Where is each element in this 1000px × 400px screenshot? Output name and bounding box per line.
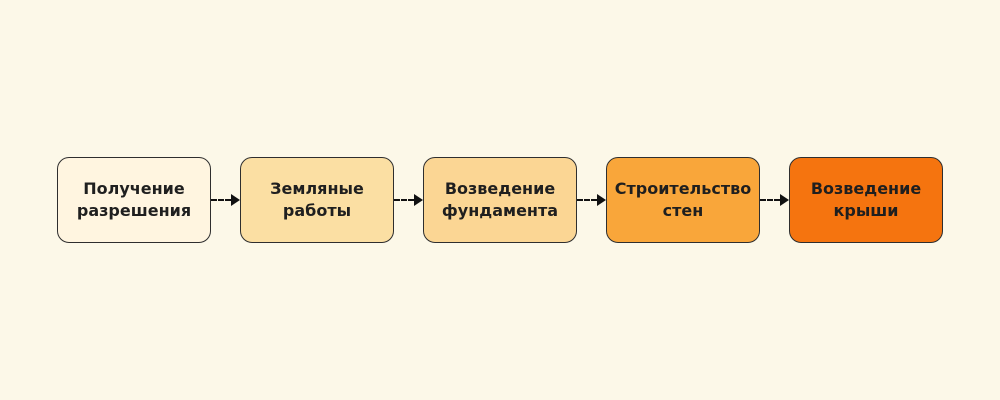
- node-walls-label: Строительство стен: [614, 179, 752, 220]
- arrow-walls-to-roof: [760, 194, 789, 206]
- node-permit-label: Получение разрешения: [76, 179, 192, 220]
- arrow-dashed-line: [394, 199, 414, 201]
- arrow-foundation-to-walls: [577, 194, 606, 206]
- node-foundation: Возведение фундамента: [423, 157, 577, 243]
- node-earthworks-label: Земляные работы: [270, 179, 364, 220]
- arrow-dashed-line: [577, 199, 597, 201]
- node-permit: Получение разрешения: [57, 157, 211, 243]
- arrow-head-icon: [780, 194, 789, 206]
- arrow-earthworks-to-foundation: [394, 194, 423, 206]
- node-roof-label: Возведение крыши: [810, 179, 922, 220]
- node-walls: Строительство стен: [606, 157, 760, 243]
- arrow-dashed-line: [760, 199, 780, 201]
- node-roof: Возведение крыши: [789, 157, 943, 243]
- arrow-head-icon: [414, 194, 423, 206]
- node-earthworks: Земляные работы: [240, 157, 394, 243]
- node-foundation-label: Возведение фундамента: [441, 179, 559, 220]
- arrow-head-icon: [597, 194, 606, 206]
- arrow-permit-to-earthworks: [211, 194, 240, 206]
- arrow-dashed-line: [211, 199, 231, 201]
- arrow-head-icon: [231, 194, 240, 206]
